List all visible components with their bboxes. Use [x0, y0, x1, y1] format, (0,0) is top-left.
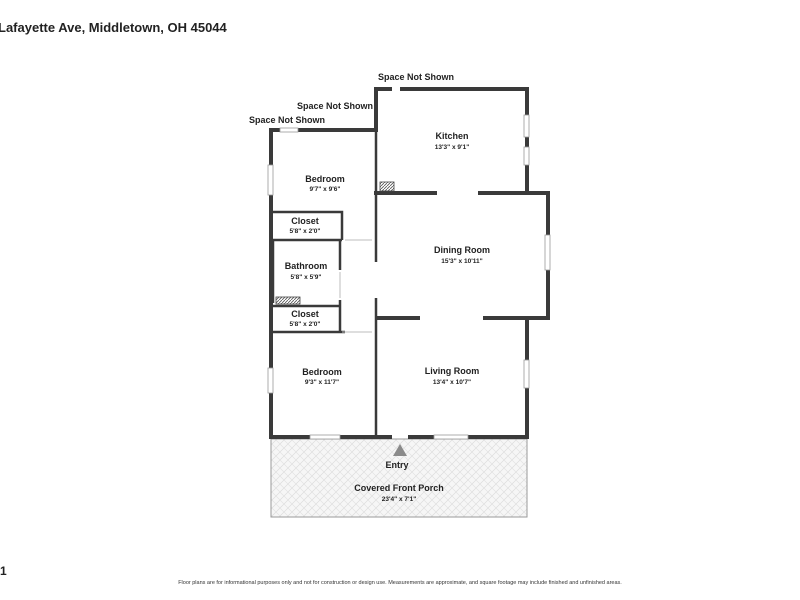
room-name-kitchen: Kitchen	[435, 131, 468, 141]
room-name-bedroom-bottom: Bedroom	[302, 367, 342, 377]
room-dims-living-room: 13'4" x 10'7"	[433, 379, 471, 386]
room-name-living-room: Living Room	[425, 366, 480, 376]
chimney-fixture	[379, 181, 395, 192]
room-dims-closet-top: 5'8" x 2'0"	[290, 228, 321, 235]
room-dims-bathroom: 5'8" x 5'9"	[291, 274, 322, 281]
room-dims-dining-room: 15'3" x 10'11"	[441, 258, 482, 265]
entry-arrow-icon	[393, 444, 407, 456]
disclaimer-text: Floor plans are for informational purpos…	[178, 580, 622, 586]
room-name-porch: Covered Front Porch	[354, 483, 444, 493]
room-dims-bedroom-top: 9'7" x 9'6"	[310, 186, 341, 193]
space-not-shown-note: Space Not Shown	[378, 72, 454, 82]
room-name-bedroom-top: Bedroom	[305, 174, 345, 184]
doors	[339, 239, 372, 333]
room-name-dining-room: Dining Room	[434, 245, 490, 255]
space-not-shown-note: Space Not Shown	[249, 115, 325, 125]
room-dims-closet-bottom: 5'8" x 2'0"	[290, 321, 321, 328]
shelf-fixture	[275, 296, 301, 305]
windows	[267, 114, 551, 440]
room-dims-kitchen: 13'3" x 9'1"	[435, 144, 470, 151]
porch-area	[270, 438, 528, 518]
space-not-shown-note: Space Not Shown	[297, 101, 373, 111]
room-dims-porch: 23'4" x 7'1"	[382, 496, 417, 503]
floor-number: 1	[0, 564, 7, 578]
property-address: Lafayette Ave, Middletown, OH 45044	[0, 20, 227, 35]
room-name-bathroom: Bathroom	[285, 261, 328, 271]
room-name-closet-bottom: Closet	[291, 309, 319, 319]
entry-label: Entry	[385, 460, 408, 470]
room-name-closet-top: Closet	[291, 216, 319, 226]
room-dims-bedroom-bottom: 9'3" x 11'7"	[305, 379, 339, 386]
